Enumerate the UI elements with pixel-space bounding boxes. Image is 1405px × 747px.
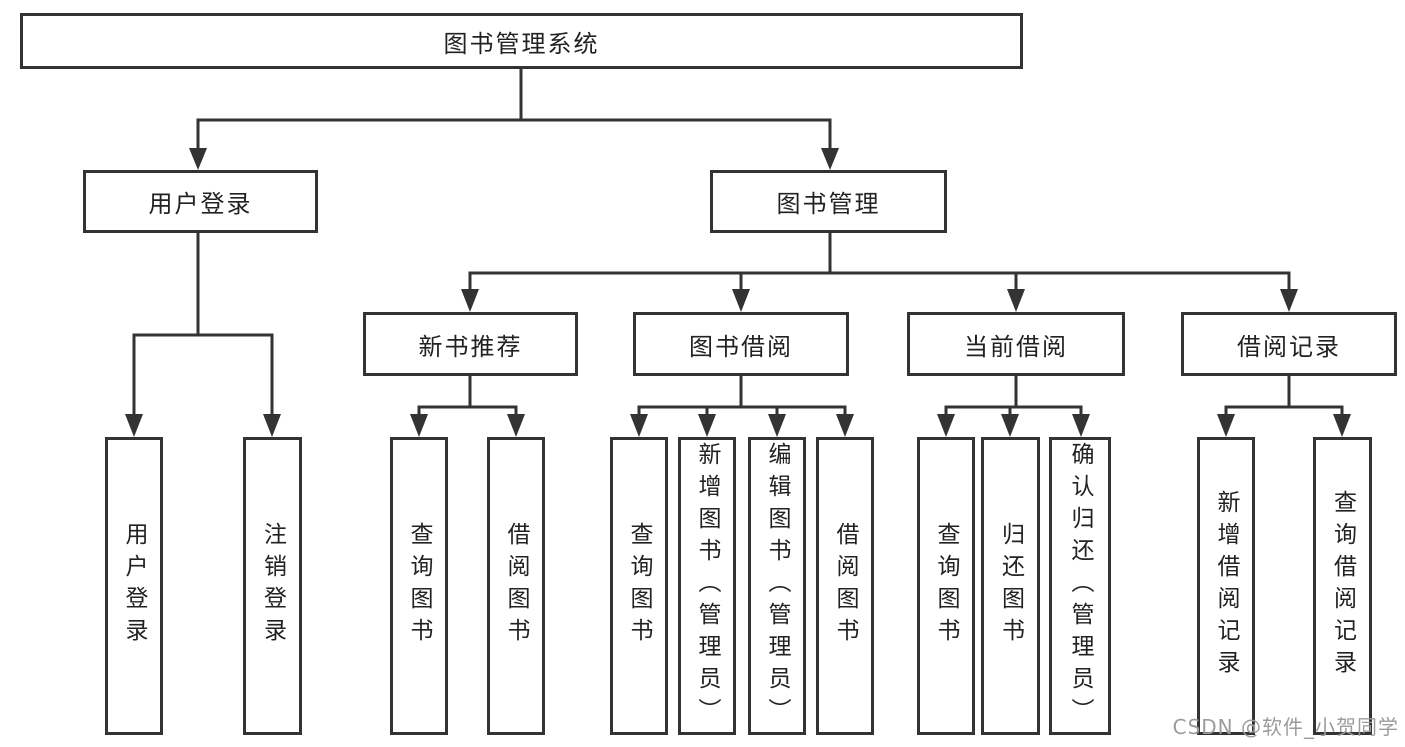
leaf-query-books: 查询图书 bbox=[390, 437, 448, 735]
leaf-query-books: 查询图书 bbox=[610, 437, 668, 735]
node-book-management-branch: 图书管理 bbox=[710, 170, 947, 233]
leaf-add-borrow-record: 新增借阅记录 bbox=[1197, 437, 1255, 735]
leaf-return-books: 归还图书 bbox=[981, 437, 1040, 735]
node-root-system: 图书管理系统 bbox=[20, 13, 1023, 69]
leaf-borrow-books: 借阅图书 bbox=[487, 437, 545, 735]
leaf-edit-books-admin: 编辑图书（管理员） bbox=[748, 437, 806, 735]
node-borrow-records: 借阅记录 bbox=[1181, 312, 1397, 376]
leaf-query-books: 查询图书 bbox=[917, 437, 975, 735]
leaf-borrow-books: 借阅图书 bbox=[816, 437, 874, 735]
csdn-watermark: CSDN @软件_小贺同学 bbox=[1172, 715, 1399, 739]
node-new-book-recommend: 新书推荐 bbox=[363, 312, 578, 376]
node-user-login-branch: 用户登录 bbox=[83, 170, 318, 233]
leaf-user-login: 用户登录 bbox=[105, 437, 163, 735]
leaf-logout: 注销登录 bbox=[243, 437, 302, 735]
arrowheads bbox=[125, 148, 1351, 437]
node-book-borrow: 图书借阅 bbox=[633, 312, 849, 376]
node-current-borrow: 当前借阅 bbox=[907, 312, 1125, 376]
leaf-confirm-return-admin: 确认归还（管理员） bbox=[1049, 437, 1111, 735]
leaf-add-books-admin: 新增图书（管理员） bbox=[678, 437, 736, 735]
leaf-query-borrow-record: 查询借阅记录 bbox=[1313, 437, 1372, 735]
